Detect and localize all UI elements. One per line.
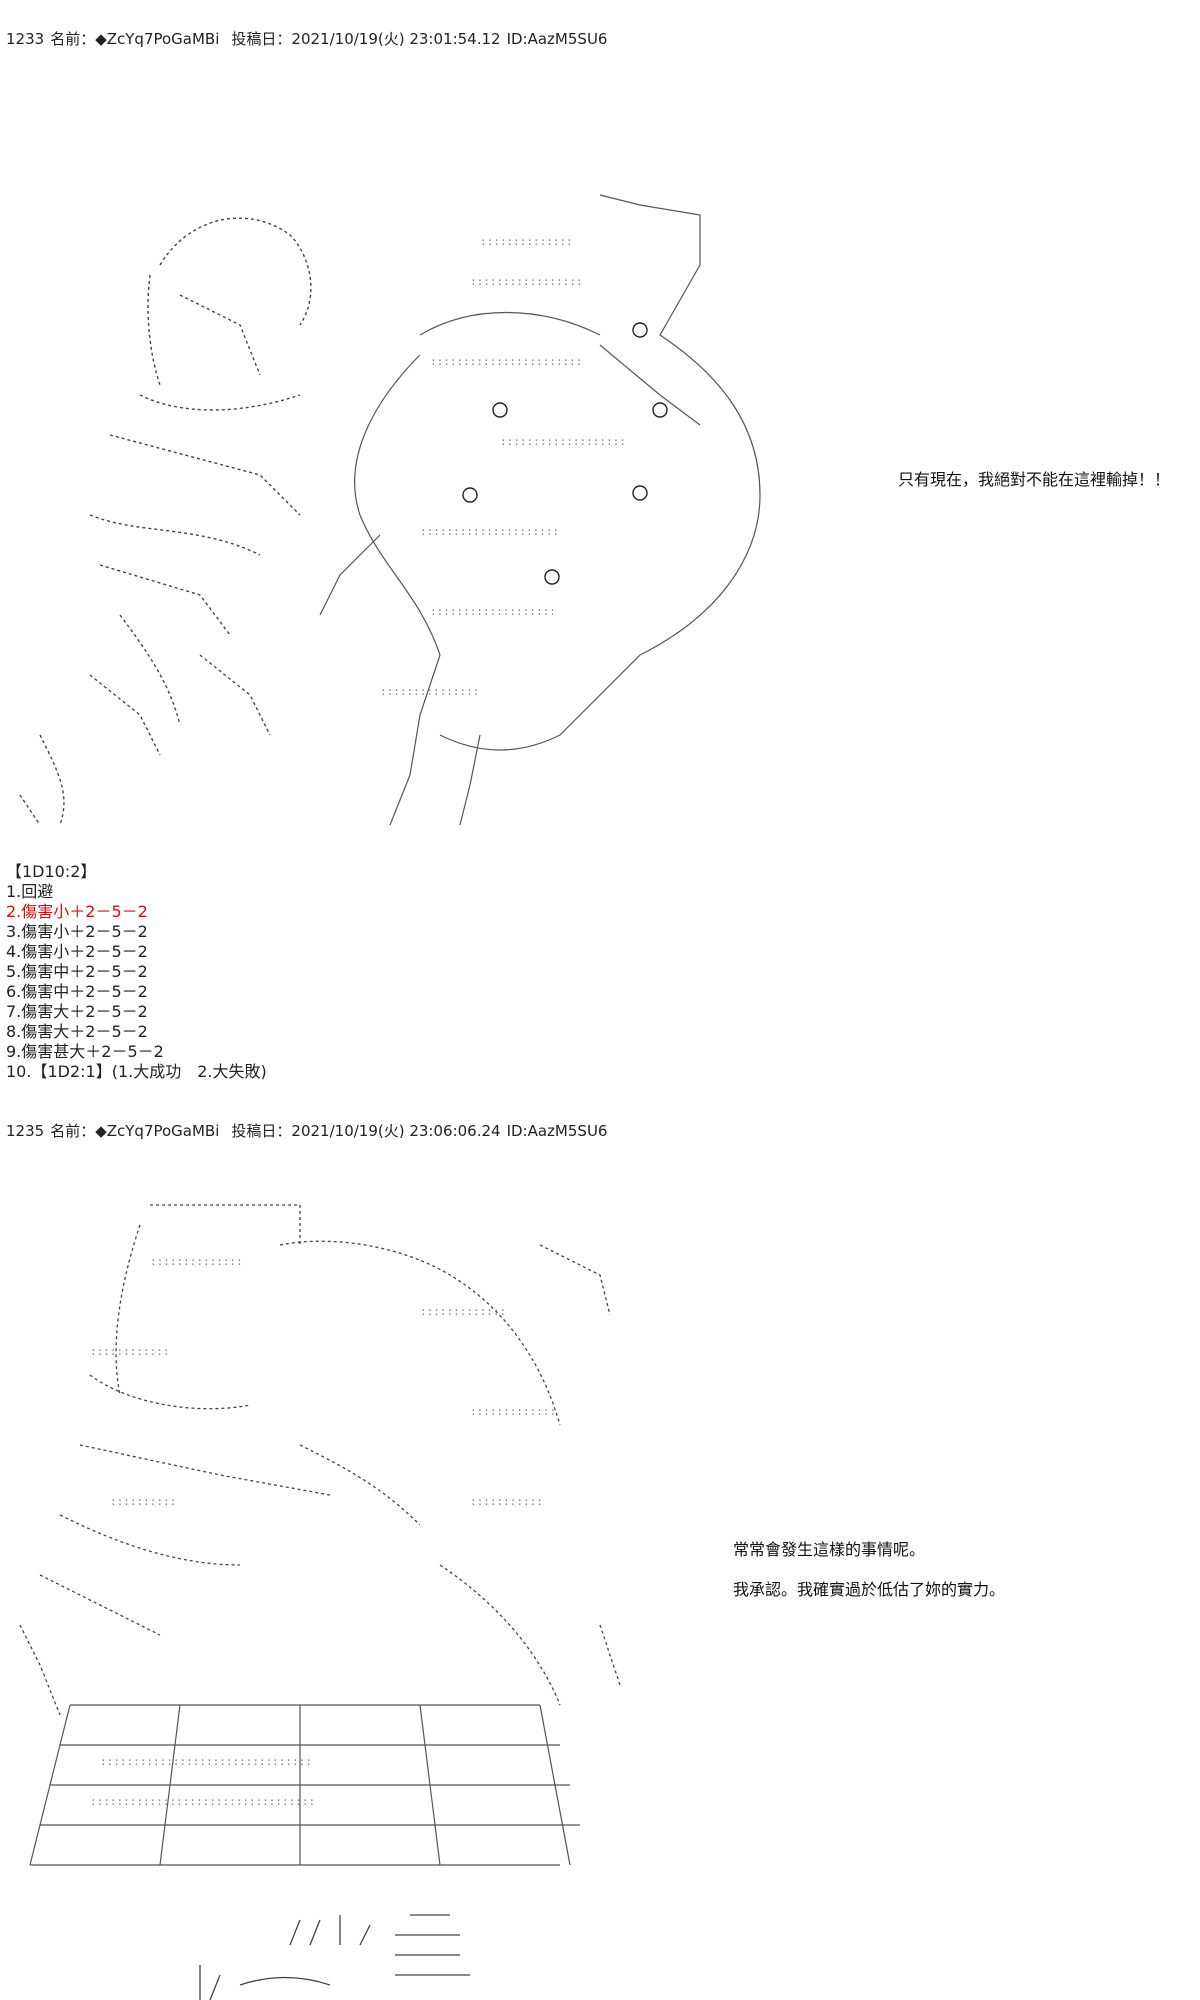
dice-result: 【1D10:2】 1.回避 2.傷害小＋2－5－2 3.傷害小＋2－5－2 4.…: [6, 862, 267, 1082]
svg-text::::::::::::::: :::::::::::::: [470, 1405, 556, 1418]
ascii-art-2: :::::::::::::: ::::::::::::: :::::::::::…: [0, 1185, 640, 1875]
date-label: 投稿日：: [231, 1122, 292, 1140]
dice-item-10: 10.【1D2:1】(1.大成功 2.大失敗): [6, 1062, 267, 1081]
poster-name[interactable]: ◆ZcYq7PoGaMBi: [95, 1122, 220, 1140]
svg-text:::::::::::::::: ::::::::::::::: [480, 235, 573, 248]
ascii-art-1-drawing: :::::::::::::: ::::::::::::::::: :::::::…: [19, 194, 761, 826]
dice-item-1: 1.回避: [6, 882, 54, 901]
dice-header: 【1D10:2】: [6, 862, 97, 881]
svg-text::::::::::::::: :::::::::::::: [420, 1305, 506, 1318]
post-number: 1233: [6, 30, 45, 48]
ascii-art-2-drawing: :::::::::::::: ::::::::::::: :::::::::::…: [19, 1204, 621, 1866]
dice-item-4: 4.傷害小＋2－5－2: [6, 942, 148, 961]
post-number: 1235: [6, 1122, 45, 1140]
speech-text-2-line2: 我承認。我確實過於低估了妳的實力。: [733, 1580, 1006, 1599]
date-label: 投稿日：: [231, 30, 292, 48]
post-header-1233: 1233 名前：◆ZcYq7PoGaMBi 投稿日：2021/10/19(火) 23…: [6, 28, 607, 49]
speech-text-1: 只有現在，我絕對不能在這裡輸掉！！: [898, 470, 1171, 489]
speech-text-2-line1: 常常會發生這樣的事情呢。: [733, 1540, 926, 1559]
name-label: 名前：: [50, 30, 96, 48]
svg-text::::::::::::::::::::::::: :::::::::::::::::::::::: [430, 355, 582, 368]
svg-text::::::::::::::::::: :::::::::::::::::: [470, 275, 583, 288]
poster-id[interactable]: ID:AazM5SU6: [506, 30, 608, 48]
svg-text::::::::::::::::::::::: :::::::::::::::::::::: [420, 525, 559, 538]
ascii-art-3-partial: [180, 1905, 520, 2000]
svg-text::::::::::::::::: :::::::::::::::: [380, 685, 479, 698]
dice-item-3: 3.傷害小＋2－5－2: [6, 922, 148, 941]
dice-item-5: 5.傷害中＋2－5－2: [6, 962, 148, 981]
svg-text:::::::::::: ::::::::::: [110, 1495, 176, 1508]
ascii-art-1: :::::::::::::: ::::::::::::::::: :::::::…: [0, 95, 800, 835]
svg-text::::::::::::::::::::: :::::::::::::::::::: [500, 435, 626, 448]
post-date: 2021/10/19(火) 23:06:06.24: [291, 1122, 501, 1140]
svg-text:::::::::::::::::::::::::::::::: ::::::::::::::::::::::::::::::::: [100, 1755, 312, 1768]
svg-text::::::::::::: :::::::::::: [470, 1495, 543, 1508]
name-label: 名前：: [50, 1122, 96, 1140]
post-header-1235: 1235 名前：◆ZcYq7PoGaMBi 投稿日：2021/10/19(火) 23…: [6, 1120, 607, 1141]
svg-text:::::::::::::: ::::::::::::: [90, 1345, 169, 1358]
dice-item-8: 8.傷害大＋2－5－2: [6, 1022, 148, 1041]
dice-item-9: 9.傷害甚大＋2－5－2: [6, 1042, 164, 1061]
svg-text:::::::::::::::::::::::::::::::: ::::::::::::::::::::::::::::::::::: [90, 1795, 315, 1808]
dice-item-7: 7.傷害大＋2－5－2: [6, 1002, 148, 1021]
ascii-art-3-drawing: [199, 1914, 470, 2000]
dice-item-6: 6.傷害中＋2－5－2: [6, 982, 148, 1001]
poster-name[interactable]: ◆ZcYq7PoGaMBi: [95, 30, 220, 48]
svg-text:::::::::::::::: ::::::::::::::: [150, 1255, 243, 1268]
poster-id[interactable]: ID:AazM5SU6: [506, 1122, 608, 1140]
post-date: 2021/10/19(火) 23:01:54.12: [291, 30, 501, 48]
svg-text::::::::::::::::::::: :::::::::::::::::::: [430, 605, 556, 618]
dice-item-2-highlighted: 2.傷害小＋2－5－2: [6, 902, 148, 921]
